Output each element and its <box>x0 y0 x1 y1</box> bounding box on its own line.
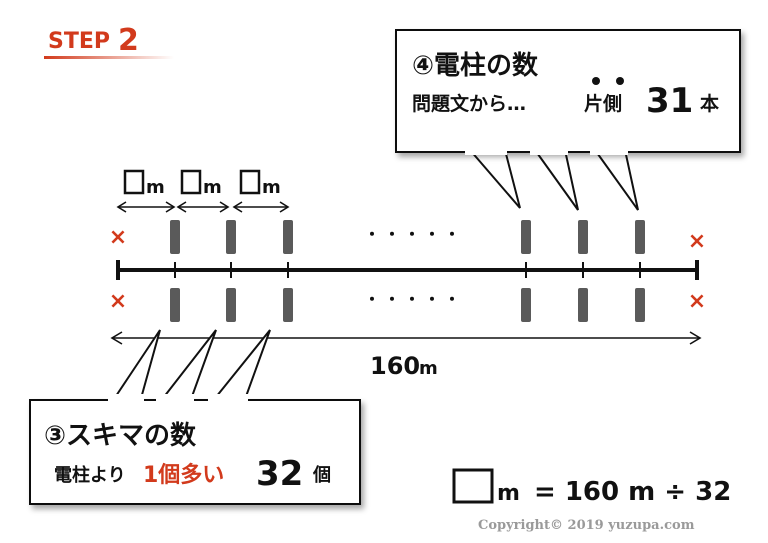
formula-expression: = 160 m ÷ 32 <box>534 477 731 507</box>
total-length-unit: m <box>419 358 438 379</box>
emphasis-dot <box>592 77 600 85</box>
blank-box <box>239 169 261 195</box>
poles-callout-title: ④電柱の数 <box>412 51 539 81</box>
pole <box>226 220 236 254</box>
poles-count: 31 <box>646 81 693 121</box>
formula: m = 160 m ÷ 32 <box>452 468 731 507</box>
pole <box>170 288 180 322</box>
blank-box <box>180 169 202 195</box>
gap-label: m <box>239 169 281 198</box>
gap-label: m <box>123 169 165 198</box>
gaps-callout-prefix: 電柱より <box>54 464 126 486</box>
gap-labels: m m m <box>116 169 290 213</box>
poles-bottom-row <box>170 288 645 322</box>
formula-unit: m <box>497 481 520 506</box>
x-mark: × <box>109 289 127 314</box>
step-heading: STEP 2 <box>44 23 174 59</box>
gaps-callout-title: ③スキマの数 <box>44 421 197 451</box>
total-length-label: 160 m <box>370 352 438 380</box>
pole <box>170 220 180 254</box>
gaps-callout: ③スキマの数 電柱より 1個多い 32 個 <box>29 329 361 505</box>
pole <box>578 220 588 254</box>
gap-label: m <box>180 169 222 198</box>
gap-unit: m <box>262 177 281 198</box>
callout-pointer <box>593 149 639 211</box>
callout-pointer <box>533 149 579 211</box>
x-mark: × <box>688 229 706 254</box>
poles-count-unit: 本 <box>700 92 719 115</box>
pole <box>283 220 293 254</box>
pole <box>226 288 236 322</box>
poles-callout-prefix: 問題文から… <box>412 92 526 115</box>
poles-callout-box <box>395 29 741 153</box>
pole <box>283 288 293 322</box>
pole <box>521 220 531 254</box>
gap-unit: m <box>146 177 165 198</box>
gap-unit: m <box>203 177 222 198</box>
poles-callout-emphasis: 片側 <box>584 92 622 115</box>
callout-pointer <box>209 329 271 403</box>
gap-arrows <box>116 201 290 213</box>
total-length-value: 160 <box>370 352 420 380</box>
poles-top-row <box>170 220 645 254</box>
pole <box>635 220 645 254</box>
blank-box <box>452 468 494 504</box>
emphasis-dot <box>616 77 624 85</box>
gaps-callout-highlight: 1個多い <box>143 462 224 488</box>
callout-pointer <box>467 149 521 209</box>
step-number: 2 <box>118 23 139 58</box>
copyright-text: Copyright© 2019 yuzupa.com <box>478 518 695 533</box>
blank-box <box>123 169 145 195</box>
ellipsis: ・・・・・ <box>364 290 464 309</box>
callout-pointer <box>157 329 217 403</box>
step-underline <box>44 56 174 59</box>
pole <box>635 288 645 322</box>
pole <box>521 288 531 322</box>
gaps-count: 32 <box>256 454 303 494</box>
road-line <box>116 260 699 280</box>
x-mark: × <box>109 225 127 250</box>
callout-pointer <box>110 329 161 403</box>
poles-callout: ④電柱の数 問題文から… 片側 31 本 <box>395 29 741 211</box>
x-mark: × <box>688 289 706 314</box>
step-label: STEP <box>48 29 110 54</box>
pole <box>578 288 588 322</box>
total-length-arrow <box>110 331 702 345</box>
gaps-callout-box <box>29 399 361 505</box>
gaps-count-unit: 個 <box>312 465 331 486</box>
ellipsis: ・・・・・ <box>364 225 464 244</box>
